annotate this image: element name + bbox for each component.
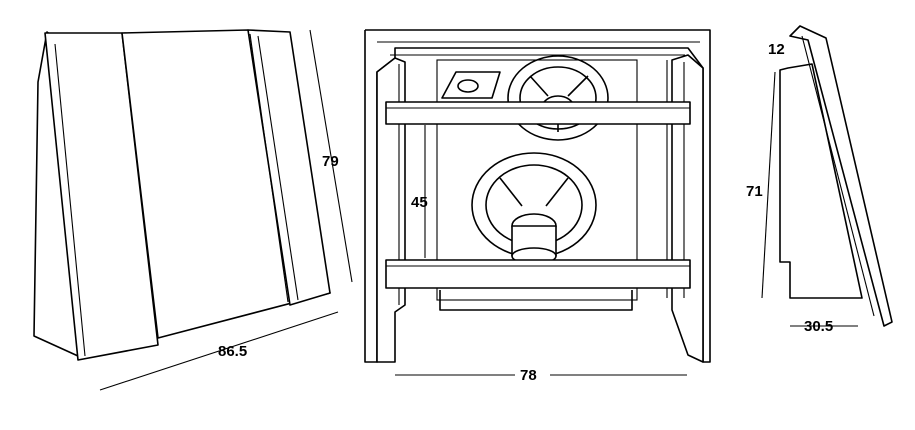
open-cabinet-view: 45 78 xyxy=(364,29,711,384)
inner-height-label-45: 45 xyxy=(411,194,428,211)
width-label-86-5: 86.5 xyxy=(218,343,247,360)
upper-woofer xyxy=(507,55,609,141)
height-label-79: 79 xyxy=(322,153,339,170)
lower-woofer xyxy=(471,152,597,265)
top-label-12: 12 xyxy=(768,41,785,58)
closed-cabinet-view: 79 86.5 xyxy=(33,29,353,391)
width-label-78: 78 xyxy=(520,367,537,384)
depth-label-30-5: 30.5 xyxy=(804,318,833,335)
side-profile-view: 12 71 30.5 xyxy=(746,25,893,335)
height-label-71: 71 xyxy=(746,183,763,200)
